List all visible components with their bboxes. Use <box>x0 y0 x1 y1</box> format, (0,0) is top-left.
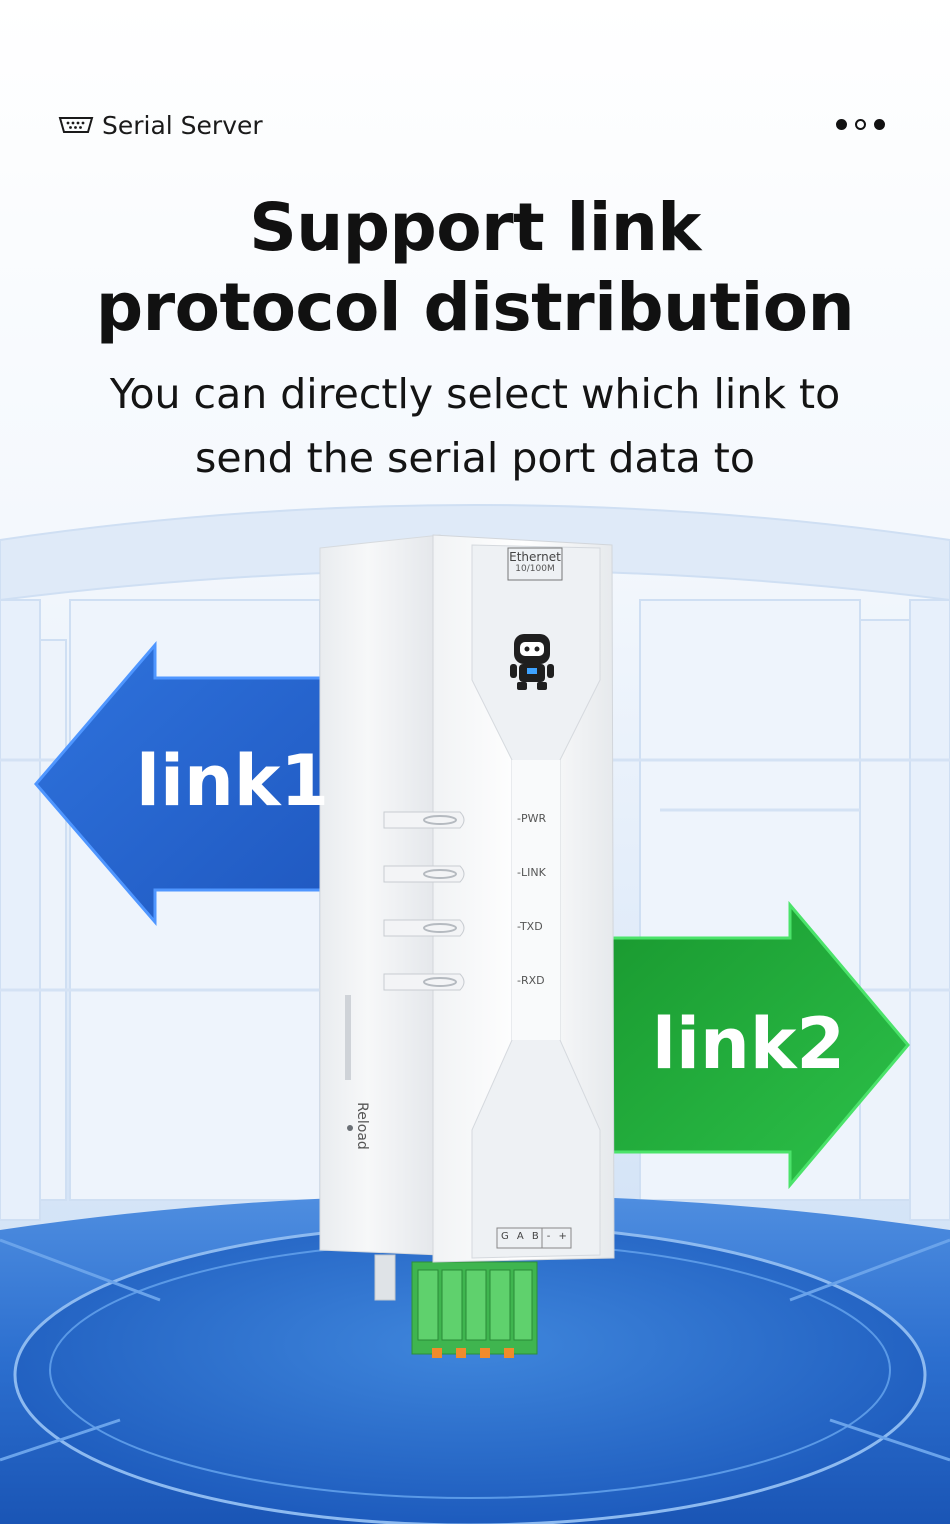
headline-line-1: Support link <box>249 189 701 266</box>
link1-arrow <box>34 640 337 927</box>
pager-dot <box>836 119 847 130</box>
headline: Support link protocol distribution <box>0 188 950 348</box>
brand: Serial Server <box>58 108 263 142</box>
terminal-labels: G A B - + <box>497 1231 571 1242</box>
robot-logo-icon <box>510 634 554 690</box>
pager-dot <box>874 119 885 130</box>
description-line-2: send the serial port data to <box>195 434 755 482</box>
led-label-rxd: -RXD <box>517 974 545 987</box>
headline-line-2: protocol distribution <box>95 269 855 346</box>
serial-server-device <box>319 534 615 1358</box>
led-label-txd: -TXD <box>517 920 543 933</box>
led-label-link: -LINK <box>517 866 546 879</box>
serial-port-icon <box>58 117 94 133</box>
reload-label: Reload <box>354 1102 370 1150</box>
pager-dot-active <box>855 119 866 130</box>
link2-arrow <box>598 900 910 1190</box>
terminal-label-plus: + <box>558 1231 567 1242</box>
led-label-pwr: -PWR <box>517 812 547 825</box>
link2-label: link2 <box>652 1003 846 1085</box>
description: You can directly select which link to se… <box>0 362 950 490</box>
ethernet-label: Ethernet <box>509 550 561 564</box>
ethernet-speed-label: 10/100M <box>515 564 555 574</box>
brand-label: Serial Server <box>102 110 263 140</box>
terminal-label-g: G <box>501 1231 509 1242</box>
terminal-label-minus: - <box>546 1231 551 1242</box>
link1-label: link1 <box>136 740 330 822</box>
ethernet-port-label: Ethernet 10/100M <box>508 551 562 575</box>
pager-dots <box>836 119 885 130</box>
terminal-label-b: B <box>531 1231 539 1242</box>
description-line-1: You can directly select which link to <box>109 370 841 418</box>
terminal-label-a: A <box>516 1231 524 1242</box>
